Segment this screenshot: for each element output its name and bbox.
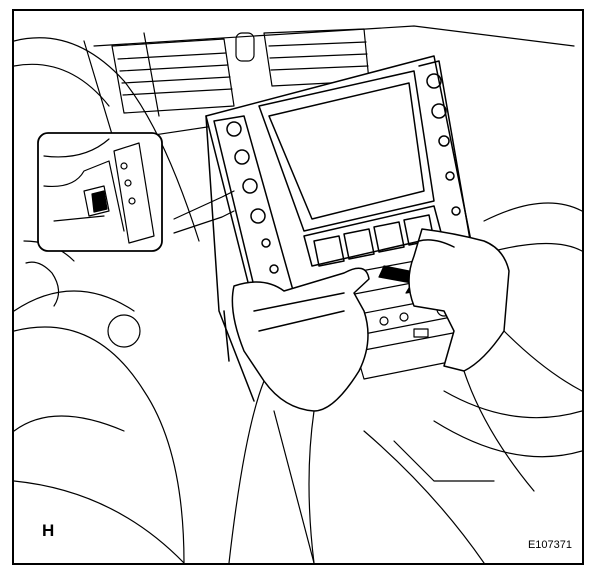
right-hand (408, 228, 510, 372)
service-illustration: H E107371 (12, 9, 584, 565)
line-drawing (14, 25, 582, 563)
air-vent-left (111, 38, 235, 114)
dashboard-lines (14, 25, 582, 563)
detail-inset (37, 132, 235, 252)
air-vent-center (235, 28, 370, 87)
figure-id: E107371 (527, 539, 572, 551)
left-hand (231, 267, 370, 412)
forearms (228, 330, 582, 563)
view-letter: H (42, 521, 55, 540)
